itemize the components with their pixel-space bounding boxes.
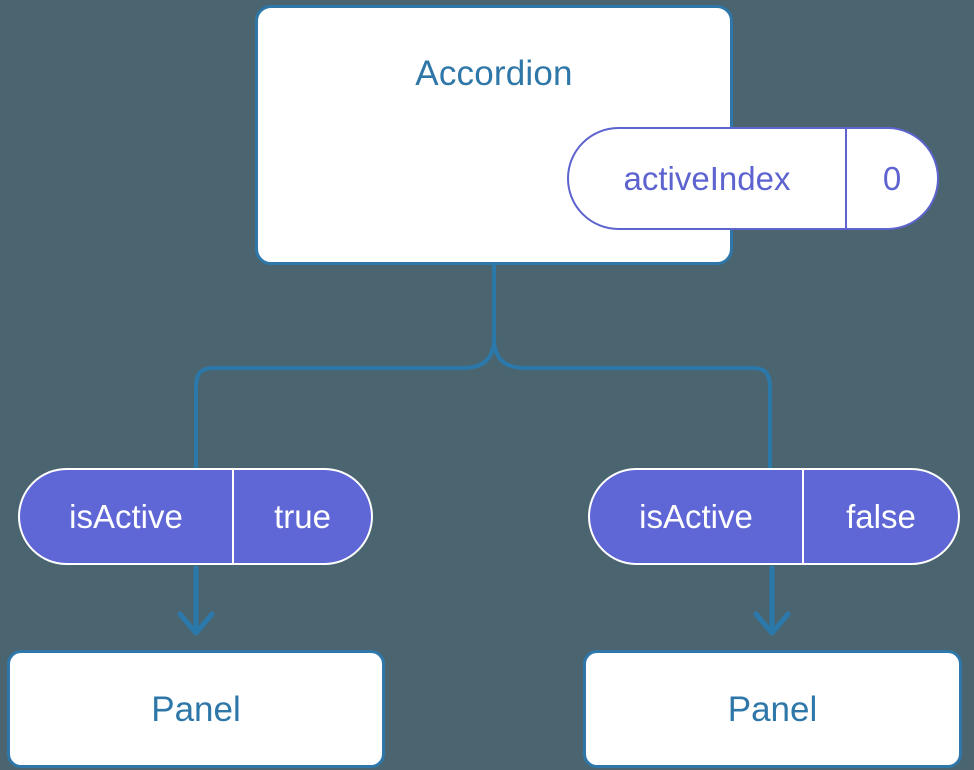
- prop-value-right: false: [846, 497, 916, 535]
- prop-key-right: isActive: [590, 470, 804, 563]
- panel-component-card-left: Panel: [7, 650, 385, 768]
- prop-key-left: isActive: [20, 470, 234, 563]
- arrowhead-left-icon: [177, 611, 215, 636]
- prop-pill-is-active-false: isActive false: [588, 468, 960, 565]
- accordion-title: Accordion: [415, 54, 573, 93]
- arrowhead-right-icon: [753, 611, 791, 636]
- prop-pill-is-active-true: isActive true: [18, 468, 373, 565]
- panel-title-right: Panel: [727, 689, 818, 729]
- panel-component-card-right: Panel: [583, 650, 962, 768]
- accordion-state-pill: activeIndex 0: [567, 127, 939, 230]
- accordion-state-value: 0: [882, 159, 902, 197]
- accordion-state-key: activeIndex: [569, 129, 847, 228]
- connector-split-path: [194, 263, 496, 470]
- accordion-component-card: Accordion activeIndex 0: [255, 5, 939, 265]
- panel-title-left: Panel: [151, 689, 241, 729]
- connector-split-path-right: [492, 336, 772, 470]
- prop-value-left: true: [274, 497, 331, 535]
